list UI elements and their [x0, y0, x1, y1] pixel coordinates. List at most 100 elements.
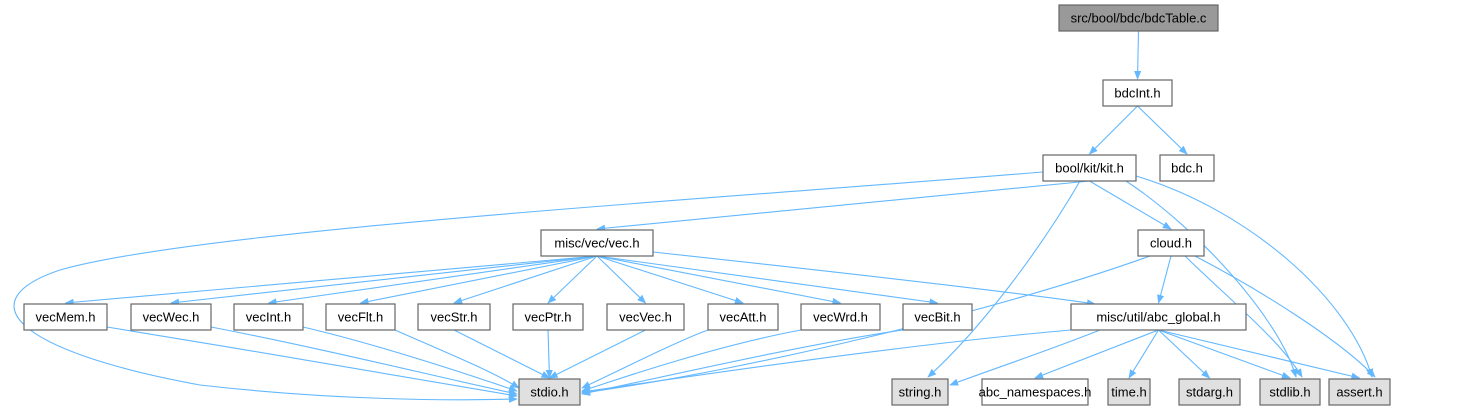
node-vecPtr[interactable]: vecPtr.h	[512, 303, 584, 331]
node-label: vecAtt.h	[720, 310, 767, 325]
node-box	[1042, 154, 1137, 182]
edge-vec-to-vecFlt	[359, 255, 598, 305]
node-box	[800, 303, 881, 331]
edge-kit-to-cloud	[1089, 180, 1172, 230]
edge-vecInt-to-stdio	[302, 326, 518, 392]
node-box	[1102, 79, 1173, 107]
edge-vec-to-vecWrd	[596, 255, 842, 305]
node-vecStr[interactable]: vecStr.h	[417, 303, 491, 331]
edge-vecWec-to-stdio	[210, 326, 518, 396]
node-box	[981, 378, 1089, 406]
node-vecWrd[interactable]: vecWrd.h	[800, 303, 881, 331]
edge-vecWrd-to-stdio	[581, 329, 802, 392]
node-box	[902, 303, 973, 331]
node-string: string.h	[891, 378, 949, 406]
node-vecAtt[interactable]: vecAtt.h	[707, 303, 779, 331]
node-vecInt[interactable]: vecInt.h	[233, 303, 304, 331]
node-time: time.h	[1107, 378, 1151, 406]
node-box	[512, 303, 584, 331]
edge-kit-to-vec	[596, 180, 1090, 232]
edge-kit-to-stdlib	[1125, 180, 1298, 378]
node-kit[interactable]: bool/kit/kit.h	[1042, 154, 1137, 182]
node-abc_namespaces[interactable]: abc_namespaces.h	[979, 378, 1092, 406]
edge-vecFlt-to-stdio	[394, 329, 520, 389]
node-vecMem[interactable]: vecMem.h	[23, 303, 108, 331]
node-label: vecBit.h	[914, 310, 960, 325]
node-label: vecWrd.h	[813, 310, 868, 325]
node-label: vecVec.h	[619, 310, 672, 325]
edge-cloud-to-assert	[1194, 255, 1376, 378]
edge-abc_global-to-abc_namespaces	[1034, 329, 1159, 379]
node-label: vecFlt.h	[338, 310, 384, 325]
node-abc_global[interactable]: misc/util/abc_global.h	[1070, 303, 1247, 331]
node-vecFlt[interactable]: vecFlt.h	[325, 303, 396, 331]
edge-vec-to-vecWec	[170, 255, 598, 306]
node-label: src/bool/bdc/bdcTable.c	[1071, 11, 1207, 26]
node-bdc[interactable]: bdc.h	[1159, 154, 1215, 182]
edge-vecPtr-to-stdio	[545, 329, 553, 379]
node-box	[325, 303, 396, 331]
edge-vec-to-vecBit	[596, 255, 939, 306]
edge-vec-to-vecStr	[453, 255, 598, 304]
edge-abc_global-to-assert	[1158, 329, 1361, 380]
node-vecVec[interactable]: vecVec.h	[606, 303, 685, 331]
node-box	[130, 303, 212, 331]
edge-bdcInt-to-kit	[1088, 105, 1138, 155]
node-box	[1058, 4, 1219, 32]
edge-kit-to-assert	[1135, 175, 1374, 378]
node-stdio: stdio.h	[518, 378, 581, 406]
node-box	[540, 229, 654, 257]
node-label: stdio.h	[530, 385, 568, 400]
node-box	[1137, 229, 1205, 257]
node-label: assert.h	[1336, 385, 1382, 400]
node-label: cloud.h	[1150, 236, 1192, 251]
node-label: bdcInt.h	[1114, 86, 1160, 101]
node-cloud[interactable]: cloud.h	[1137, 229, 1205, 257]
node-box	[1159, 154, 1215, 182]
edge-vecMem-to-stdio	[106, 326, 518, 399]
node-label: vecInt.h	[246, 310, 292, 325]
node-vecWec[interactable]: vecWec.h	[130, 303, 212, 331]
edge-vecBit-to-stdio	[581, 329, 904, 396]
node-vecBit[interactable]: vecBit.h	[902, 303, 973, 331]
edge-bdcInt-to-bdc	[1137, 105, 1188, 155]
node-label: vecStr.h	[431, 310, 478, 325]
edge-vec-to-vecVec	[596, 255, 647, 304]
edge-vecStr-to-stdio	[453, 329, 551, 379]
node-label: vecPtr.h	[525, 310, 572, 325]
edge-vec-to-vecMem	[64, 255, 598, 306]
edge-vecVec-to-stdio	[548, 329, 646, 379]
edge-vec-to-abc_global	[652, 251, 1096, 307]
edge-cloud-to-stdlib	[1184, 255, 1303, 378]
node-stdarg: stdarg.h	[1178, 378, 1241, 406]
node-vec[interactable]: misc/vec/vec.h	[540, 229, 654, 257]
edge-abc_global-to-time	[1128, 329, 1159, 379]
node-label: vecMem.h	[36, 310, 96, 325]
edge-vecAtt-to-stdio	[581, 329, 709, 389]
node-box	[606, 303, 685, 331]
node-stdlib: stdlib.h	[1259, 378, 1321, 406]
edge-vec-to-vecInt	[267, 255, 598, 306]
node-box	[518, 378, 581, 406]
node-label: stdarg.h	[1186, 385, 1233, 400]
node-label: stdlib.h	[1269, 385, 1310, 400]
node-box	[891, 378, 949, 406]
edge-bdcTable-to-bdcInt	[1134, 30, 1142, 80]
node-assert: assert.h	[1328, 378, 1391, 406]
edge-abc_global-to-stdio	[581, 329, 1072, 395]
node-bdcInt[interactable]: bdcInt.h	[1102, 79, 1173, 107]
node-box	[1259, 378, 1321, 406]
node-box	[417, 303, 491, 331]
edge-abc_global-to-stdarg	[1158, 329, 1211, 379]
edge-abc_global-to-string	[949, 329, 1101, 386]
node-box	[707, 303, 779, 331]
node-label: bdc.h	[1171, 161, 1203, 176]
node-label: bool/kit/kit.h	[1055, 161, 1124, 176]
node-label: vecWec.h	[143, 310, 200, 325]
edge-cloud-to-abc_global	[1157, 255, 1172, 304]
node-label: string.h	[899, 385, 942, 400]
node-label: abc_namespaces.h	[979, 385, 1092, 400]
node-label: misc/util/abc_global.h	[1096, 310, 1220, 325]
